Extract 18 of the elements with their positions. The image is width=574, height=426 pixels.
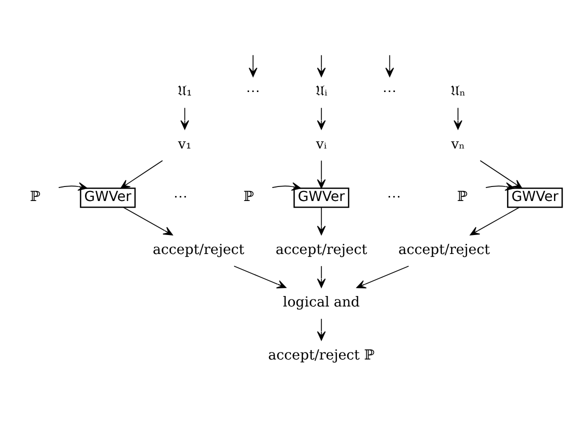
node-text: ⋯ (382, 84, 397, 100)
node-text: accept/reject ℙ (268, 347, 375, 364)
node-text: 𝔘ₙ (450, 84, 466, 100)
node-text: ℙ (244, 189, 254, 206)
node-text: 𝔘₁ (177, 84, 192, 100)
node-text: ℙ (30, 189, 40, 206)
node-text: ℙ (457, 189, 468, 206)
node-text: accept/reject (276, 242, 368, 258)
node-text: 𝔘ᵢ (315, 84, 328, 100)
node-text: v₁ (178, 136, 192, 152)
node-text: vᵢ (316, 136, 327, 152)
node-text: accept/reject (398, 242, 490, 258)
node-text: accept/reject (152, 242, 244, 258)
node-text: vₙ (451, 136, 465, 152)
node-text: logical and (282, 294, 360, 311)
label: ⋯ (387, 189, 401, 206)
label: ⋯ (173, 189, 188, 206)
node-text: ⋯ (246, 84, 260, 100)
